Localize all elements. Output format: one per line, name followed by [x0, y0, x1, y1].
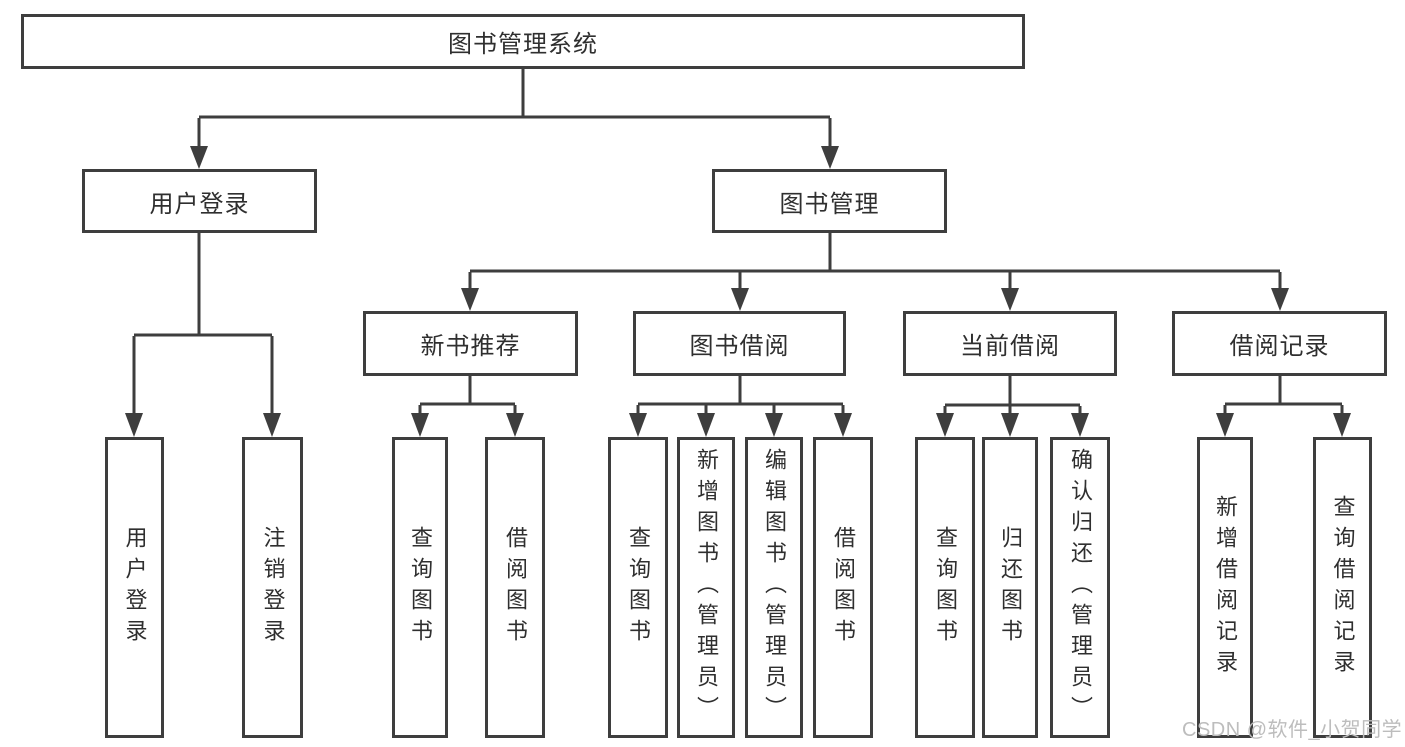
- leaf-edit-book-admin-label: 编辑图书（管理员）: [762, 448, 787, 727]
- leaf-add-book-admin: 新增图书（管理员）: [677, 437, 735, 738]
- leaf-query-book-1-label: 查询图书: [408, 525, 433, 650]
- leaf-borrow-book-1-label: 借阅图书: [503, 525, 528, 650]
- leaf-borrow-book-1: 借阅图书: [485, 437, 545, 738]
- node-new-book-recommend: 新书推荐: [363, 311, 578, 376]
- arrowhead: [731, 288, 749, 311]
- node-borrowing-records: 借阅记录: [1172, 311, 1387, 376]
- leaf-logout: 注销登录: [242, 437, 303, 738]
- leaf-query-book-2-label: 查询图书: [626, 525, 651, 650]
- leaf-add-borrow-record-label: 新增借阅记录: [1213, 494, 1238, 681]
- leaf-add-book-admin-label: 新增图书（管理员）: [694, 448, 719, 727]
- arrowhead: [411, 413, 429, 437]
- connector-root-to-level1: [197, 69, 832, 150]
- leaf-query-book-2: 查询图书: [608, 437, 668, 738]
- arrowhead: [1216, 413, 1234, 437]
- node-root: 图书管理系统: [21, 14, 1025, 69]
- arrowhead: [1001, 288, 1019, 311]
- leaf-query-book-3-label: 查询图书: [933, 525, 958, 650]
- node-new-book-recommend-label: 新书推荐: [420, 333, 521, 360]
- node-user-login: 用户登录: [82, 169, 317, 233]
- arrowhead: [506, 413, 524, 437]
- connector-book-management-children: [468, 233, 1282, 292]
- leaf-confirm-return-admin: 确认归还（管理员）: [1050, 437, 1110, 738]
- arrowhead: [263, 413, 281, 437]
- leaf-query-book-3: 查询图书: [915, 437, 975, 738]
- connector-book-borrowing-children: [636, 376, 845, 418]
- leaf-query-book-1: 查询图书: [392, 437, 448, 738]
- node-book-borrowing-label: 图书借阅: [689, 333, 790, 360]
- arrowhead: [936, 413, 954, 437]
- node-book-management: 图书管理: [712, 169, 947, 233]
- leaf-return-book: 归还图书: [982, 437, 1038, 738]
- leaf-edit-book-admin: 编辑图书（管理员）: [745, 437, 803, 738]
- leaf-confirm-return-admin-label: 确认归还（管理员）: [1068, 448, 1093, 727]
- arrowhead: [461, 288, 479, 311]
- arrowhead: [697, 413, 715, 437]
- leaf-query-borrow-record-label: 查询借阅记录: [1330, 494, 1356, 681]
- leaf-add-borrow-record: 新增借阅记录: [1197, 437, 1253, 738]
- arrowhead: [834, 413, 852, 437]
- arrowhead: [190, 146, 208, 169]
- arrowhead: [629, 413, 647, 437]
- connector-new-book-recommend-children: [418, 376, 517, 418]
- arrowheads: [125, 146, 1351, 437]
- arrowhead: [125, 413, 143, 437]
- node-user-login-label: 用户登录: [149, 190, 250, 218]
- leaf-return-book-label: 归还图书: [998, 525, 1023, 650]
- connector-current-borrowing-children: [943, 376, 1082, 418]
- node-book-management-label: 图书管理: [779, 190, 880, 218]
- arrowhead: [765, 413, 783, 437]
- leaf-borrow-book-2-label: 借阅图书: [831, 525, 856, 650]
- node-current-borrowing-label: 当前借阅: [960, 333, 1060, 360]
- leaf-borrow-book-2: 借阅图书: [813, 437, 873, 738]
- arrowhead: [1001, 413, 1019, 437]
- node-book-borrowing: 图书借阅: [633, 311, 846, 376]
- node-borrowing-records-label: 借阅记录: [1229, 333, 1330, 360]
- leaf-query-borrow-record: 查询借阅记录: [1313, 437, 1372, 738]
- node-current-borrowing: 当前借阅: [903, 311, 1117, 376]
- leaf-user-login: 用户登录: [105, 437, 164, 738]
- arrowhead: [1271, 288, 1289, 311]
- leaf-logout-label: 注销登录: [260, 525, 286, 650]
- leaf-user-login-label: 用户登录: [122, 525, 148, 650]
- node-root-label: 图书管理系统: [448, 31, 598, 58]
- watermark: CSDN @软件_小贺同学: [1182, 719, 1403, 741]
- connector-user-login-children: [132, 233, 274, 418]
- arrowhead: [1333, 413, 1351, 437]
- arrowhead: [1071, 413, 1089, 437]
- arrowhead: [821, 146, 839, 169]
- connector-borrowing-records-children: [1223, 376, 1344, 418]
